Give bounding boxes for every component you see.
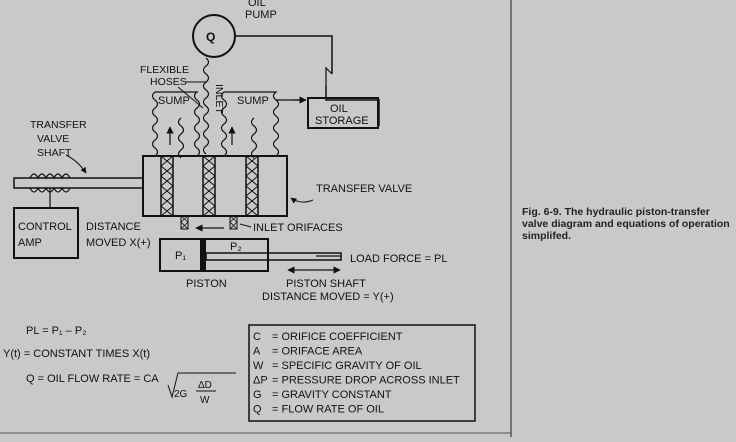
flexible-hoses-pointer <box>177 86 204 109</box>
right-sump-hose-outer <box>224 91 280 157</box>
transfer-shaft-label-3: SHAFT <box>37 147 72 159</box>
shaft-pointer <box>65 154 87 174</box>
legend-box <box>248 324 476 422</box>
legend-symbol: ΔP <box>253 375 268 387</box>
control-amp-box <box>13 207 79 259</box>
p1-label: P₁ <box>175 250 186 262</box>
oil-storage-label-bottom: STORAGE <box>315 115 369 127</box>
piston-shaft-label: PISTON SHAFT <box>286 278 366 290</box>
legend-symbol: G <box>253 389 262 401</box>
legend-rows: C = ORIFICE COEFFICIENT A = ORIFACE AREA W = … <box>253 331 460 416</box>
oil-pump-label-bottom: PUMP <box>245 9 277 21</box>
left-sump-hose-outer <box>155 91 201 157</box>
legend-symbol: A <box>253 346 261 358</box>
equation-y: Y(t) = CONSTANT TIMES X(t) <box>3 348 150 360</box>
piston-cylinder <box>159 238 269 272</box>
inlet-orifaces-label: INLET ORIFACES <box>253 222 343 234</box>
equation-q: Q = OIL FLOW RATE = CA <box>26 373 159 385</box>
left-sump-hose-inner <box>177 117 185 159</box>
legend-description: = FLOW RATE OF OIL <box>272 404 384 416</box>
control-amp-label-2: AMP <box>18 237 42 249</box>
distance-moved-label-1: DISTANCE <box>86 221 141 233</box>
distance-moved-label-2: MOVED X(+) <box>86 237 150 249</box>
figure-caption: Fig. 6-9. The hydraulic piston-transfer … <box>522 206 730 242</box>
transfer-valve-pointer <box>290 197 314 204</box>
legend-description: = ORIFACE AREA <box>272 346 363 358</box>
valve-lands <box>160 155 259 217</box>
control-amp-label-1: CONTROL <box>18 221 72 233</box>
left-sump-hose-left <box>151 91 159 157</box>
equation-2g: 2G <box>174 389 188 400</box>
sump-left-label: SUMP <box>158 95 190 107</box>
legend-description: = SPECIFIC GRAVITY OF OIL <box>272 360 422 372</box>
equation-pl: PL = P₁ – P₂ <box>26 325 86 337</box>
flow-arrow-line <box>325 66 333 86</box>
flexible-hoses-label-bottom: HOSES <box>150 76 187 88</box>
transfer-shaft-label-1: TRANSFER <box>30 119 87 131</box>
pump-symbol: Q <box>206 30 215 44</box>
inlet-hose <box>202 57 210 155</box>
legend-description: = ORIFICE COEFFICIENT <box>272 331 403 343</box>
legend-description: = GRAVITY CONSTANT <box>272 389 392 401</box>
pump-outlet-line <box>235 35 333 74</box>
inlet-label: INLET <box>213 84 225 114</box>
equation-w: W <box>200 395 210 406</box>
valve-shaft <box>13 177 144 189</box>
sqrt-sign <box>167 372 236 399</box>
right-sump-hose-inner <box>250 117 258 159</box>
load-force-label: LOAD FORCE = PL <box>350 253 448 265</box>
legend-symbol: C <box>253 331 261 343</box>
transfer-shaft-label-2: VALVE <box>37 133 69 145</box>
oil-pump-label-top: OIL <box>248 0 266 9</box>
piston-label: PISTON <box>186 278 227 290</box>
sump-right-label: SUMP <box>237 95 269 107</box>
oil-storage-box <box>307 97 379 129</box>
oil-storage-label-top: OIL <box>330 103 348 115</box>
piston-head <box>200 239 206 271</box>
transfer-valve-label: TRANSFER VALVE <box>316 183 412 195</box>
legend-description: = PRESSURE DROP ACROSS INLET <box>272 375 460 387</box>
equation-delta-d: ΔD <box>198 380 212 391</box>
piston-distance-label: DISTANCE MOVED = Y(+) <box>262 291 394 303</box>
right-sump-hose-left <box>220 91 228 157</box>
orifaces-pointer <box>239 223 252 228</box>
flexible-hoses-label-top: FLEXIBLE <box>140 64 189 76</box>
legend-symbol: Q <box>253 404 262 416</box>
legend-symbol: W <box>253 360 264 372</box>
p2-label: P₂ <box>230 241 242 253</box>
